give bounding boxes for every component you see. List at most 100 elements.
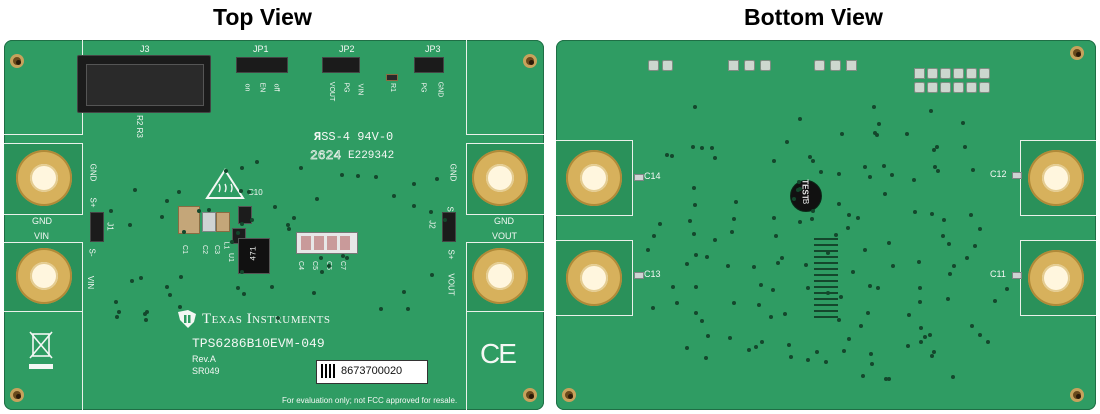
via	[286, 227, 291, 232]
via	[870, 361, 875, 366]
jp1-pin-en: EN	[258, 82, 266, 93]
sr-code: SR049	[192, 366, 220, 376]
via	[881, 163, 886, 168]
via	[327, 263, 332, 268]
via	[771, 216, 776, 221]
via	[930, 212, 935, 217]
jp1-jumper[interactable]	[236, 57, 288, 73]
j3-header[interactable]	[77, 55, 211, 113]
bottom-pad	[814, 60, 825, 71]
via	[947, 241, 952, 246]
via	[429, 209, 434, 214]
via	[973, 243, 978, 248]
via	[753, 344, 758, 349]
via	[950, 374, 955, 379]
left-gnd-terminal[interactable]	[16, 150, 72, 206]
right-vout-label: VOUT	[492, 231, 518, 241]
right-gnd-label: GND	[494, 216, 514, 226]
via	[142, 312, 147, 317]
j2-sense-header[interactable]	[442, 212, 456, 242]
via	[916, 259, 921, 264]
via	[178, 274, 183, 279]
center-via-array	[814, 236, 838, 318]
via	[969, 323, 974, 328]
via	[651, 305, 656, 310]
via	[269, 284, 274, 289]
test-label: TEST	[800, 179, 810, 200]
via	[837, 172, 842, 177]
via	[713, 155, 718, 160]
via	[912, 209, 917, 214]
c2-label: C2	[200, 245, 208, 254]
right-gnd-terminal[interactable]	[472, 150, 528, 206]
via	[872, 104, 877, 109]
j1-s-minus-label: S-	[87, 248, 97, 257]
left-vin-terminal[interactable]	[16, 248, 72, 304]
via	[275, 315, 280, 320]
via	[690, 145, 695, 150]
via	[770, 287, 775, 292]
via	[851, 270, 856, 275]
c1-label: C1	[180, 245, 188, 254]
c11-capacitor	[1012, 272, 1022, 279]
bottom-right-lower-terminal[interactable]	[1028, 250, 1084, 306]
via	[429, 273, 434, 277]
via	[694, 252, 699, 257]
via	[797, 117, 802, 122]
via	[692, 231, 697, 236]
via	[206, 208, 211, 212]
right-vout-terminal[interactable]	[472, 248, 528, 304]
via	[922, 335, 927, 340]
via	[114, 300, 119, 305]
via	[887, 241, 892, 246]
jp3-pin-pg: PG	[419, 82, 427, 93]
via	[836, 201, 841, 206]
bottom-pad	[966, 82, 977, 93]
via	[292, 216, 296, 221]
via	[165, 284, 170, 289]
j3-label: J3	[140, 44, 150, 54]
j1-sense-header[interactable]	[90, 212, 104, 242]
bottom-pad	[760, 60, 771, 71]
mounting-hole	[562, 388, 576, 402]
r1-label: R1	[388, 83, 396, 92]
bottom-pad	[662, 60, 673, 71]
via	[238, 189, 243, 194]
via	[177, 305, 182, 310]
mounting-hole	[523, 54, 537, 68]
jp3-jumper[interactable]	[414, 57, 444, 73]
r1-resistor	[386, 74, 398, 81]
via	[935, 144, 940, 149]
via	[339, 173, 344, 178]
via	[759, 282, 764, 287]
via	[884, 377, 889, 382]
via	[837, 318, 842, 323]
bottom-right-upper-terminal[interactable]	[1028, 150, 1084, 206]
via	[796, 187, 801, 192]
bottom-left-lower-terminal[interactable]	[566, 250, 622, 306]
hot-surface-warning-icon	[205, 168, 245, 199]
via	[856, 215, 861, 220]
via	[685, 346, 690, 351]
via	[700, 319, 705, 324]
via	[863, 248, 868, 253]
l1-label: L1	[222, 241, 230, 250]
via	[182, 230, 187, 235]
via	[826, 250, 831, 255]
bottom-pad	[953, 82, 964, 93]
via	[665, 152, 670, 157]
zone-top-right	[466, 40, 544, 135]
via	[783, 312, 787, 317]
via	[861, 374, 866, 379]
jp2-jumper[interactable]	[322, 57, 360, 73]
bottom-pad	[979, 68, 990, 79]
serial-number: 8673700020	[341, 365, 403, 377]
output-cap-bank	[296, 232, 358, 254]
bottom-left-upper-terminal[interactable]	[566, 150, 622, 206]
via	[931, 350, 936, 355]
bottom-view-title: Bottom View	[744, 4, 883, 30]
via	[713, 238, 718, 243]
bottom-pad	[940, 68, 951, 79]
via	[133, 187, 138, 192]
via	[240, 270, 245, 275]
